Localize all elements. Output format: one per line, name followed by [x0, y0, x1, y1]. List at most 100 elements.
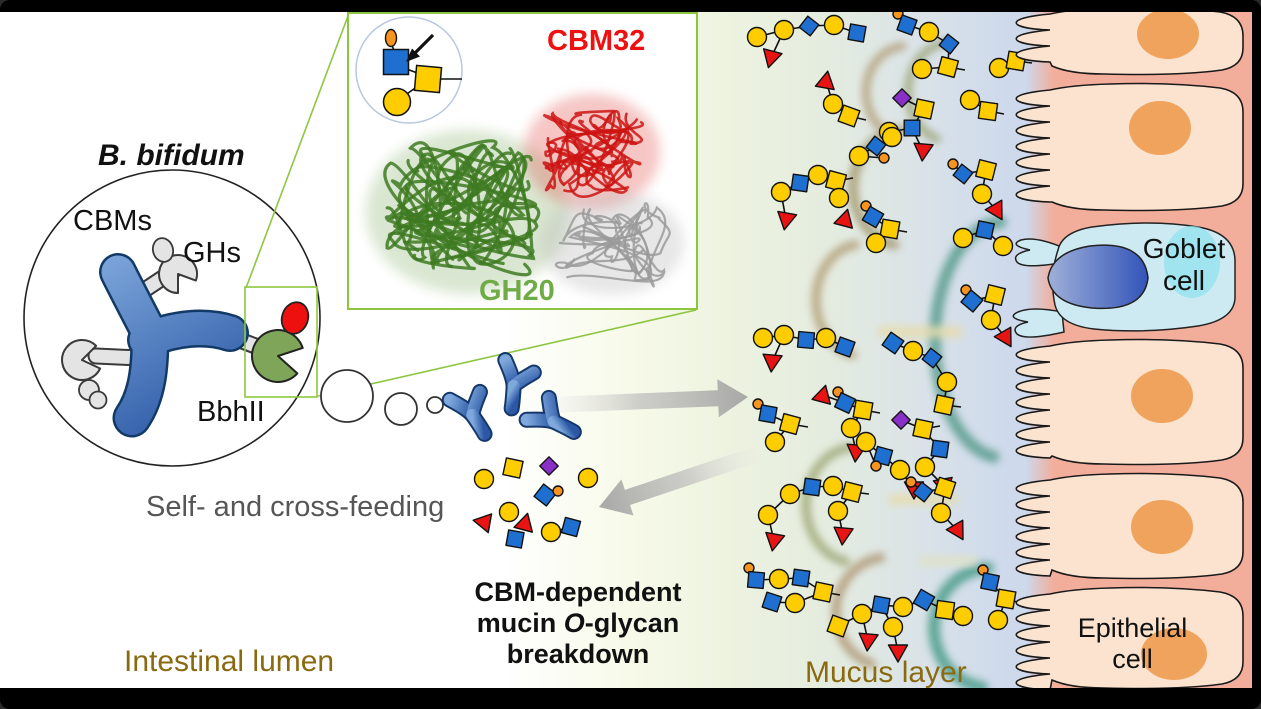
cbms-label: CBMs — [73, 205, 152, 237]
sugar-bs — [861, 205, 885, 229]
ligand-diagram — [355, 16, 463, 124]
sugar-od — [384, 28, 398, 48]
sugar-yc — [851, 603, 873, 625]
sugar-rt — [887, 644, 909, 663]
sugar-yc — [914, 456, 936, 478]
sugar-yc — [865, 232, 887, 254]
glycan-chain — [540, 516, 582, 543]
sugar-ys — [933, 394, 955, 416]
sugar-yc — [902, 340, 924, 362]
zoom-bubble — [426, 396, 444, 414]
cell-nucleus — [1129, 101, 1191, 155]
breakdown-line1: CBM-dependent — [474, 577, 682, 607]
sugar-bs — [802, 477, 822, 497]
sugar-bs — [871, 595, 891, 615]
glycan-chain — [811, 384, 881, 463]
sugar-ys — [936, 55, 960, 79]
cbm32-oval-icon — [280, 301, 310, 335]
sugar-yc — [987, 609, 1009, 631]
breakdown-line2-pre: mucin — [476, 608, 564, 638]
released-sugar-od — [552, 485, 564, 497]
sugar-yc — [952, 227, 974, 249]
sugar-ys — [974, 158, 998, 182]
sugar-bs — [791, 568, 811, 588]
released-sugar-yc — [577, 467, 599, 489]
released-sugar-rt — [472, 513, 493, 534]
zoom-bubble — [384, 392, 418, 426]
sugar-yc — [992, 235, 1014, 257]
secreted-enzyme — [518, 389, 582, 440]
glycan-chain — [770, 164, 854, 231]
sugar-bd — [938, 33, 960, 55]
sugar-rt — [858, 632, 879, 652]
b-bifidum-cell-diagram — [23, 169, 321, 467]
sugar-ys — [913, 98, 935, 120]
sugar-yc — [815, 327, 837, 349]
sugar-rt — [765, 531, 786, 552]
epithelial-cell-label: Epithelial cell — [1077, 613, 1188, 674]
sugar-bs — [847, 23, 867, 43]
sugar-yc — [773, 324, 795, 346]
sugar-yc — [971, 183, 993, 205]
sugar-yc — [840, 417, 862, 439]
sugar-yc — [764, 431, 786, 453]
sugar-ys — [824, 169, 848, 193]
breakdown-label: CBM-dependent mucin O-glycan breakdown — [420, 577, 736, 670]
mucin-strand — [903, 38, 949, 143]
sugar-bs — [761, 591, 783, 613]
epithelial-cell — [1015, 338, 1244, 466]
gh20-pacman-icon — [250, 329, 304, 383]
epithelial-cell — [1015, 82, 1244, 212]
sugar-bs — [833, 391, 857, 415]
sugar-rt — [762, 48, 783, 69]
sugar-yc — [382, 87, 412, 117]
sugar-bs — [560, 516, 582, 538]
mucus-layer-label: Mucus layer — [805, 656, 967, 689]
secreted-enzyme — [497, 352, 542, 417]
released-sugar-yc — [473, 468, 495, 490]
sugar-bs — [912, 588, 936, 612]
glycan-chain — [892, 8, 966, 80]
sugar-bs — [790, 173, 810, 193]
cbm-ball-icon — [88, 390, 108, 410]
transport-arrows — [546, 379, 766, 516]
sugar-ys — [983, 283, 1007, 307]
sugar-bd — [921, 347, 943, 369]
glycan-chain — [960, 283, 1012, 348]
mucin-glycan-chains — [540, 8, 1033, 663]
sugar-rt — [833, 526, 854, 546]
breakdown-o-italic: O — [563, 608, 585, 638]
sugar-ys — [826, 614, 850, 638]
sugar-bs — [881, 331, 905, 355]
cbm-ball-icon — [151, 237, 175, 263]
sugar-yc — [848, 145, 870, 167]
glycan-chain — [947, 158, 1003, 221]
cleavage-arrow-head — [406, 48, 420, 62]
sugar-ys — [837, 104, 861, 128]
self-cross-feeding-label: Self- and cross-feeding — [146, 491, 445, 523]
mucus-smear — [918, 556, 978, 566]
sugar-yc — [892, 596, 914, 618]
glycan-chain — [952, 220, 1014, 257]
glycan-chain — [959, 89, 1005, 122]
sugar-bs — [960, 289, 984, 313]
sugar-yc — [784, 592, 806, 614]
sugar-pd — [892, 88, 912, 108]
sugar-bd — [952, 163, 974, 185]
glycan-chain — [746, 14, 867, 69]
sugar-rt — [814, 70, 835, 91]
b-bifidum-label: B. bifidum — [98, 139, 245, 172]
sugar-yc — [768, 568, 790, 590]
sugar-od — [878, 152, 890, 164]
sugar-od — [752, 398, 764, 410]
transport-arrow — [599, 444, 766, 516]
sugar-bs — [896, 14, 918, 36]
epithelium — [1012, 6, 1244, 691]
bottom-letterbox-bar — [0, 688, 1261, 709]
mucin-strand — [928, 562, 994, 694]
sugar-bd — [865, 135, 887, 157]
mucin-strand — [861, 42, 907, 138]
sugar-bs — [834, 336, 856, 358]
sugar-yc — [889, 459, 911, 481]
